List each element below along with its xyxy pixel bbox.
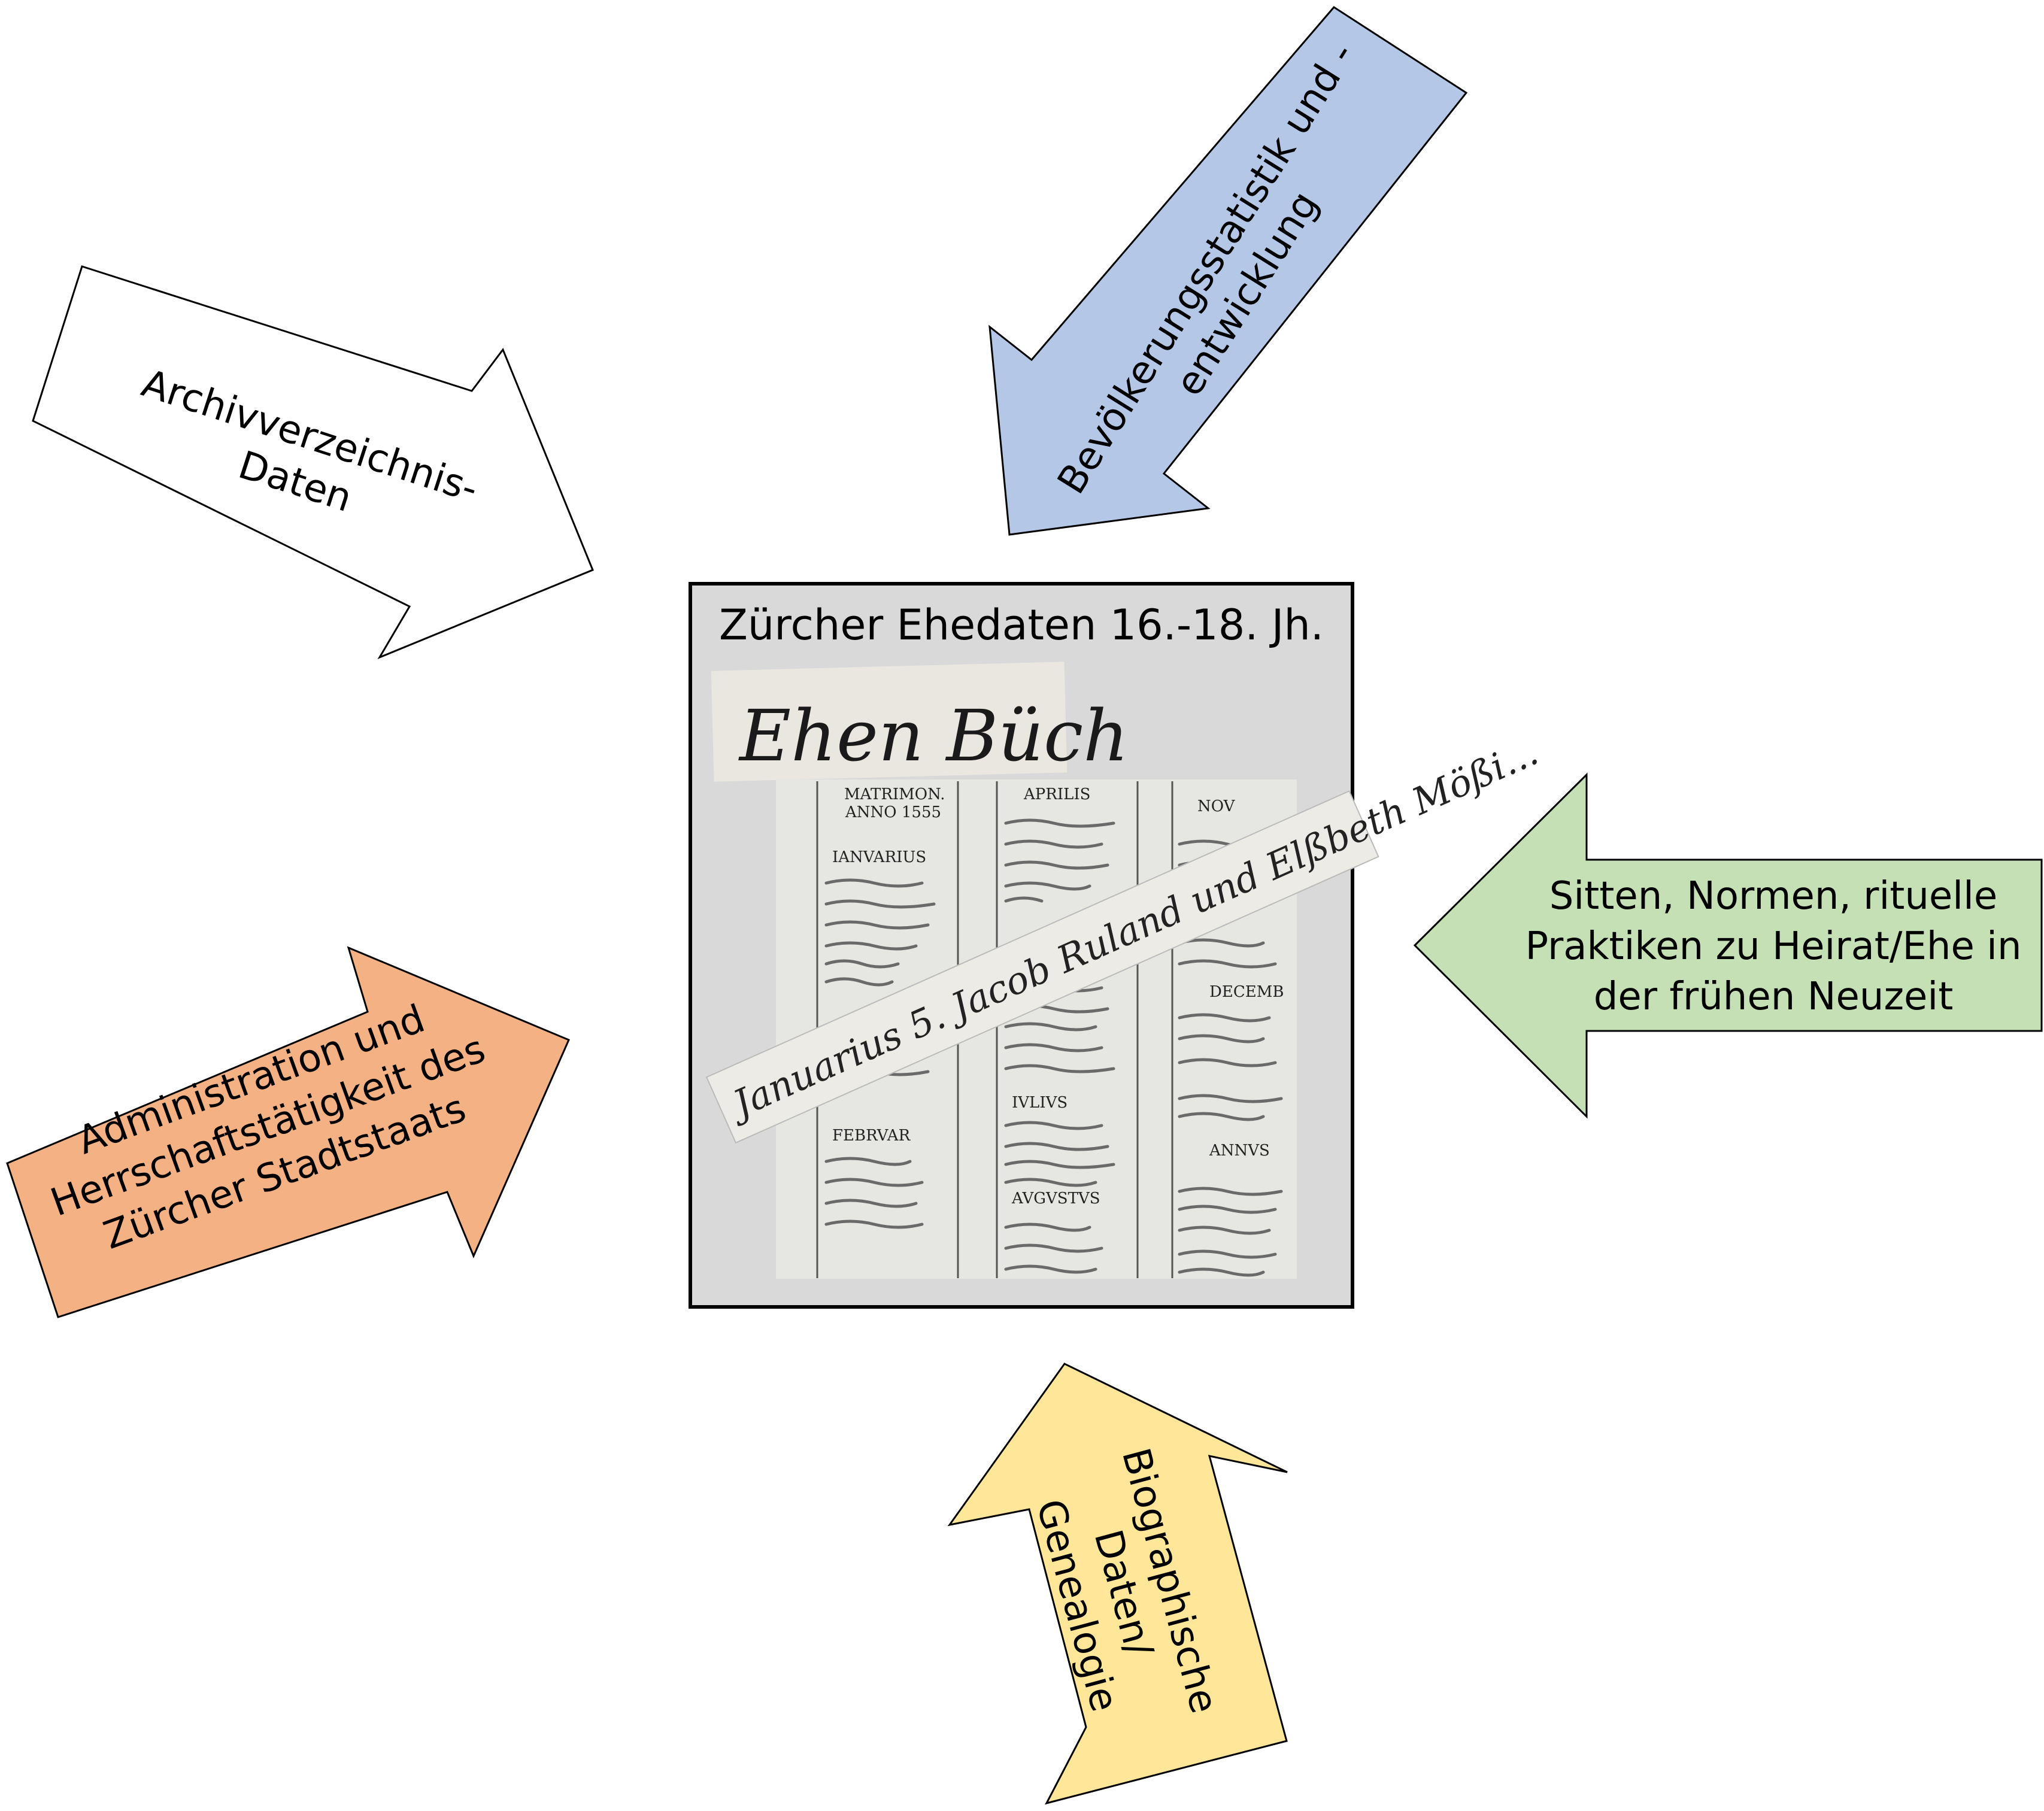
register-header: NOV bbox=[1197, 797, 1236, 815]
customs-arrow-shape bbox=[1413, 772, 2043, 1119]
register-header: ANNO 1555 bbox=[845, 803, 941, 821]
administration-arrow-shape bbox=[6, 946, 570, 1318]
population-arrow: Bevölkerungsstatistik und - entwicklung bbox=[988, 6, 1468, 536]
register-header: FEBRVAR bbox=[832, 1127, 911, 1145]
archive-arrow: Archivverzeichnis- Daten bbox=[32, 265, 594, 660]
customs-label-line-3: der frühen Neuzeit bbox=[1594, 975, 1954, 1019]
population-arrow-shape bbox=[988, 6, 1468, 536]
biographic-arrow-shape bbox=[947, 1363, 1288, 1805]
administration-arrow: Administration und Herrschaftstätigkeit … bbox=[6, 946, 570, 1318]
register-header: DECEMB bbox=[1209, 983, 1284, 1001]
register-header: MATRIMON. bbox=[844, 785, 945, 803]
register-header: AVGVSTVS bbox=[1011, 1190, 1100, 1208]
register-header: IANVARIUS bbox=[832, 848, 926, 866]
register-header: ANNVS bbox=[1209, 1142, 1270, 1160]
biographic-arrow: Biographische Daten/ Genealogie bbox=[947, 1363, 1288, 1805]
center-title: Zürcher Ehedaten 16.-18. Jh. bbox=[719, 600, 1324, 650]
customs-label-line-2: Praktiken zu Heirat/Ehe in bbox=[1525, 924, 2021, 969]
customs-label-line-1: Sitten, Normen, rituelle bbox=[1549, 874, 1997, 918]
register-header: APRILIS bbox=[1023, 785, 1090, 803]
register-header: IVLIVS bbox=[1012, 1094, 1068, 1112]
manuscript-heading-image: Ehen Büch bbox=[711, 662, 1129, 782]
archive-arrow-shape bbox=[32, 265, 594, 660]
customs-arrow: Sitten, Normen, rituelle Praktiken zu He… bbox=[1413, 772, 2043, 1119]
manuscript-heading-text: Ehen Büch bbox=[738, 694, 1129, 777]
